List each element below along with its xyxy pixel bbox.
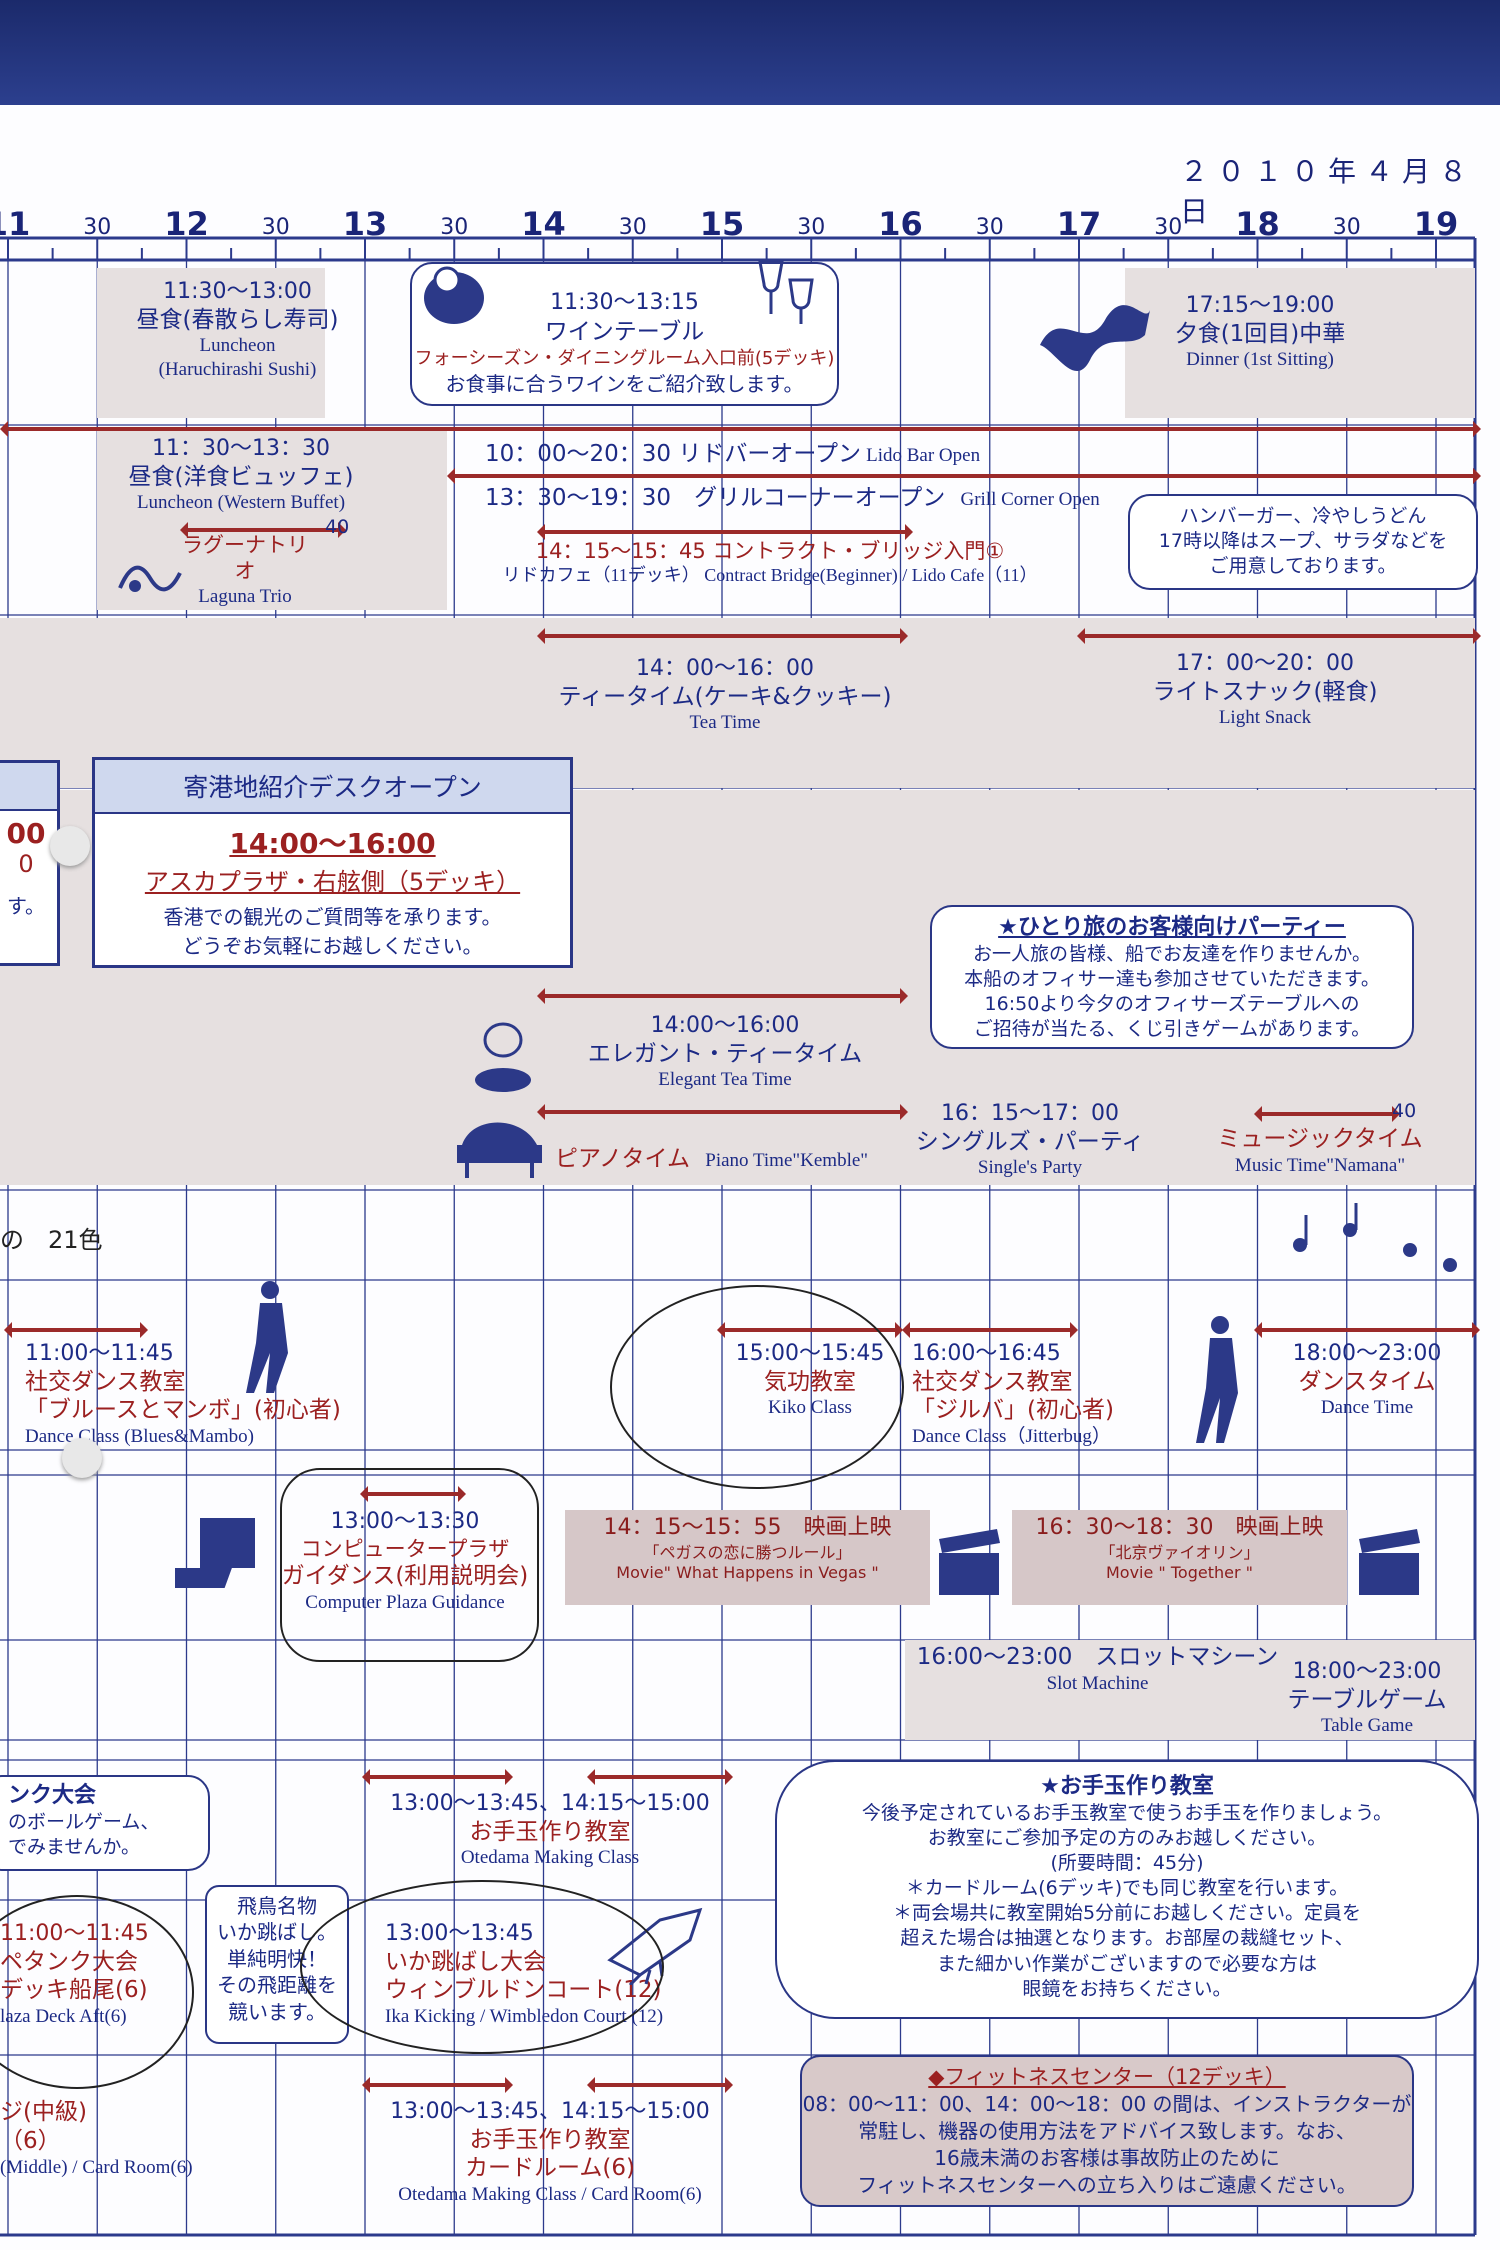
fitness-center-box: ◆フィットネスセンター（12デッキ） 08：00～11：00、14：00～18：…: [800, 2055, 1414, 2207]
ink-circle-ika: [300, 1880, 664, 2054]
arrow-otedama2a: [362, 2077, 513, 2093]
half-hour-label: 30: [1332, 215, 1361, 240]
ink-circle-kiko: [610, 1285, 904, 1489]
otedama-class-1: 13:00～13:45、14:15～15:00 お手玉作り教室 Otedama …: [390, 1791, 710, 1869]
clapperboard-icon-2: [1359, 1529, 1420, 1595]
half-hour-label: 30: [975, 215, 1004, 240]
elegant-tea: 14:00～16:00 エレガント・ティータイム Elegant Tea Tim…: [587, 1013, 863, 1091]
arrow-lido: [447, 468, 1481, 484]
wine-glass-icon: [758, 260, 814, 324]
trio-end: 40: [325, 516, 350, 538]
left-panel-fragment: 00 0 す。: [0, 760, 60, 966]
dancers-icon-1: [246, 1281, 288, 1393]
otedama-info-bubble: ★お手玉作り教室 今後予定されているお手玉教室で使うお手玉を作りましょう。 お教…: [775, 1760, 1479, 2019]
otedama-class-2: 13:00～13:45、14:15～15:00 お手玉作り教室 カードルーム(6…: [390, 2099, 710, 2205]
ink-circle-computer: [280, 1468, 539, 1662]
music-note-icon: [118, 565, 182, 592]
hole-punch-icon: [50, 826, 90, 866]
top-banner: [0, 0, 1500, 105]
half-hour-label: 30: [83, 215, 112, 240]
laguna-trio: ラグーナトリオ Laguna Trio: [182, 533, 308, 607]
arrow-tea: [537, 628, 908, 644]
arrow-computer: [360, 1486, 466, 1502]
petanque-bubble: ンク大会 のボールゲーム、 でみませんか。: [0, 1775, 210, 1871]
dancers-icon-2: [1196, 1316, 1238, 1443]
shade-lunch2: [97, 430, 447, 610]
dance-time: 18:00～23:00 ダンスタイム Dance Time: [1292, 1341, 1442, 1419]
grill-corner: 13：30～19：30 グリルコーナーオープン Grill Corner Ope…: [485, 485, 1100, 511]
teapot-icon: [475, 1022, 531, 1092]
wine-table-bubble: 11:30～13:15 ワインテーブル フォーシーズン・ダイニングルーム入口前(…: [410, 262, 839, 406]
computer-guidance: 13:00～13:30 コンピュータープラザ ガイダンス(利用説明会) Comp…: [281, 1509, 529, 1613]
arrow-music: [1254, 1106, 1400, 1122]
bridge-middle: ジ(中級) （6） (Middle) / Card Room(6): [0, 2099, 193, 2178]
light-snack: 17：00～20：00 ライトスナック(軽食) Light Snack: [1152, 651, 1378, 729]
half-hour-label: 30: [440, 215, 469, 240]
port-desk-panel: 寄港地紹介デスクオープン 14:00～16:00 アスカプラザ・右舷側（5デッキ…: [92, 757, 573, 968]
arrow-otedama1a: [362, 1769, 513, 1785]
music-time: ミュージックタイム Music Time"Namana": [1217, 1126, 1423, 1176]
lido-bar: 10：00～20：30 リドバーオープン Lido Bar Open: [485, 441, 981, 467]
handwritten-note: の 21色: [0, 1226, 103, 1254]
music-notes-icon: [1293, 1203, 1457, 1272]
arrow-dance1: [4, 1322, 148, 1338]
computer-icon: [175, 1518, 255, 1588]
arrow-row1: [0, 421, 1481, 437]
piano-icon: [457, 1122, 542, 1178]
arrow-piano: [537, 1104, 908, 1120]
lunch-buffet: 11：30～13：30 昼食(洋食ビュッフェ) Luncheon (Wester…: [128, 436, 354, 514]
grill-note-bubble: ハンバーガー、冷やしうどん 17時以降はスープ、サラダなどを ご用意しております…: [1128, 494, 1478, 590]
shade-lunch1: [97, 268, 325, 418]
arrow-dance2: [902, 1322, 1078, 1338]
dinner-chinese: 17:15～19:00 夕食(1回目)中華 Dinner (1st Sittin…: [1174, 293, 1346, 371]
schedule-date: ２０１０年４月８日: [1180, 155, 1477, 228]
solo-party-bubble: ★ひとり旅のお客様向けパーティー お一人旅の皆様、船でお友達を作りませんか。 本…: [930, 905, 1414, 1049]
movie-together: 16：30～18：30 映画上映 「北京ヴァイオリン」 Movie " Toge…: [1012, 1510, 1347, 1605]
arrow-bridge: [537, 524, 913, 540]
arrow-trio: [180, 522, 346, 538]
half-hour-label: 30: [797, 215, 826, 240]
arrow-otedama1b: [587, 1769, 733, 1785]
arrow-dancetime: [1254, 1322, 1480, 1338]
arrow-elegant: [537, 988, 908, 1004]
half-hour-label: 30: [261, 215, 290, 240]
shade-dinner1: [1125, 268, 1475, 418]
dance-class-2: 16:00～16:45 社交ダンス教室 「ジルバ」(初心者) Dance Cla…: [912, 1341, 1114, 1447]
music-end: 40: [1392, 1100, 1417, 1122]
slot-machine: 16:00～23:00 スロットマシーン Slot Machine: [916, 1644, 1279, 1694]
contract-bridge: 14：15～15：45 コントラクト・ブリッジ入門① リドカフェ（11デッキ） …: [502, 539, 1038, 586]
clapperboard-icon-1: [939, 1529, 1000, 1595]
shade-slot: [905, 1640, 1475, 1740]
hole-punch-icon-2: [62, 1438, 102, 1478]
singles-party: 16：15～17：00 シングルズ・パーティ Single's Party: [915, 1101, 1145, 1179]
table-game: 18:00～23:00 テーブルゲーム Table Game: [1287, 1659, 1447, 1737]
half-hour-label: 30: [618, 215, 647, 240]
tea-time: 14：00～16：00 ティータイム(ケーキ&クッキー) Tea Time: [558, 656, 892, 734]
chef-icon: [424, 266, 484, 324]
arrow-otedama2b: [587, 2077, 733, 2093]
lunch-sushi: 11:30～13:00 昼食(春散らし寿司) Luncheon (Haruchi…: [136, 279, 339, 380]
dragon-icon: [1040, 305, 1150, 372]
arrow-snack: [1077, 628, 1481, 644]
half-hour-label: 30: [1154, 215, 1183, 240]
piano-time: ピアノタイム Piano Time"Kemble": [555, 1146, 869, 1172]
movie-vegas: 14：15～15：55 映画上映 「ペガスの恋に勝つルール」 Movie" Wh…: [565, 1510, 930, 1605]
